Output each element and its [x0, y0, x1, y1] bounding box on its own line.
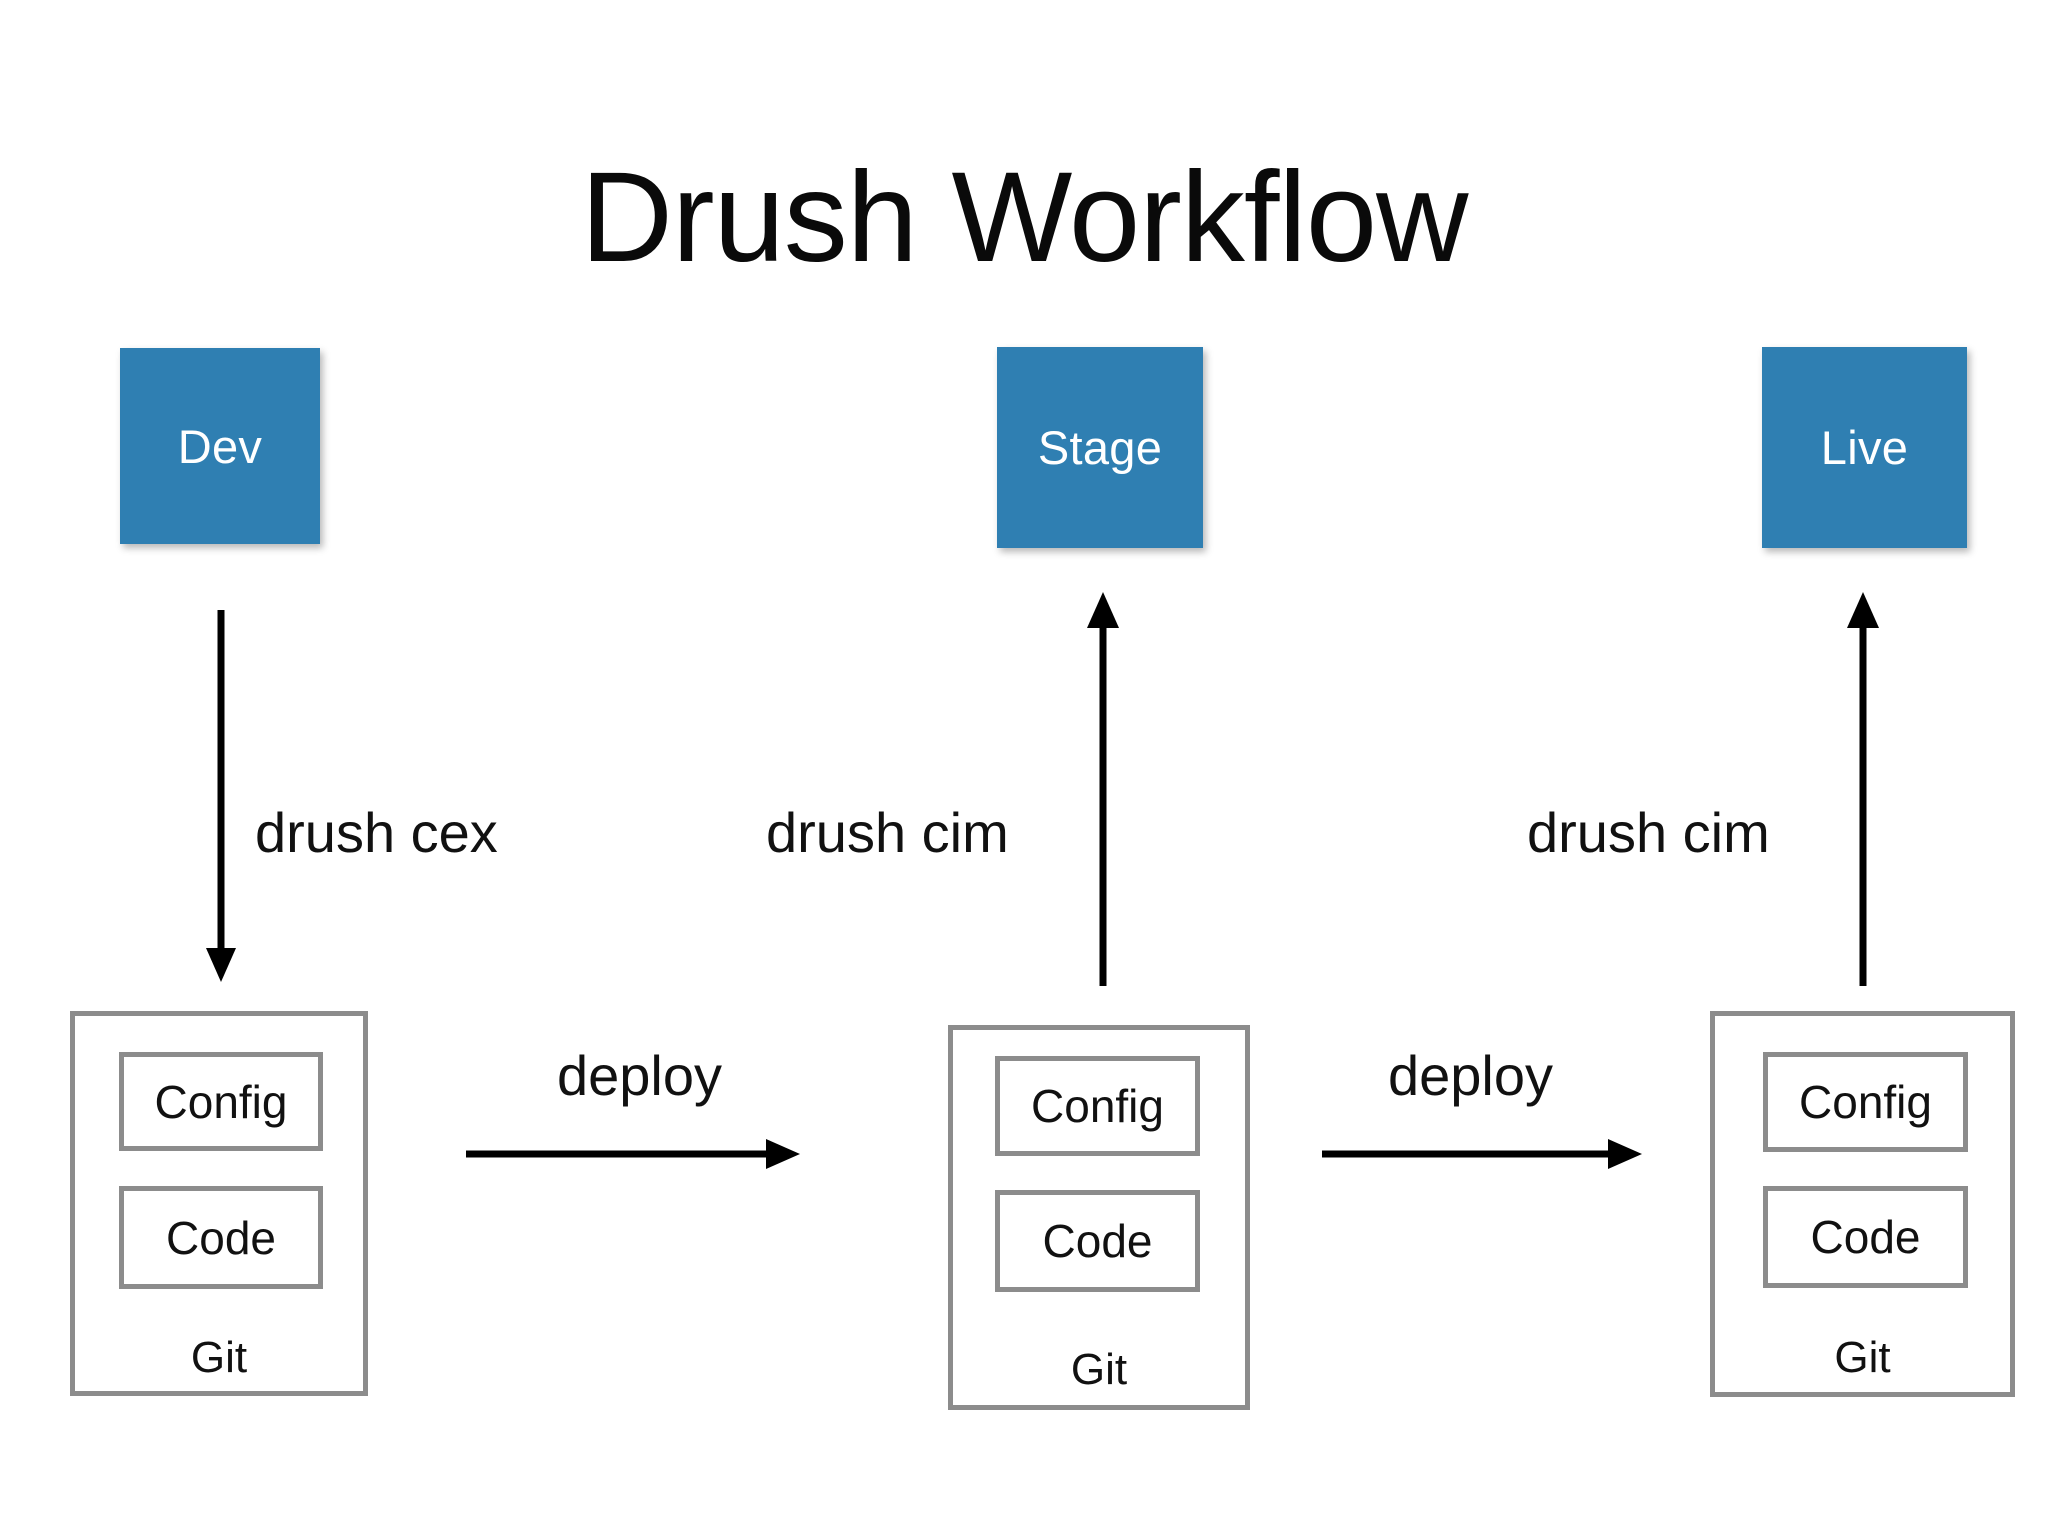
config-label: Config	[1799, 1076, 1932, 1128]
config-box-dev: Config	[119, 1052, 323, 1151]
git-box-live: Config Code Git	[1710, 1011, 2015, 1397]
config-label: Config	[154, 1075, 288, 1128]
env-label-dev: Dev	[177, 419, 263, 473]
edge-label-drush-cim-live: drush cim	[1527, 801, 1770, 864]
edge-label-drush-cim-stage: drush cim	[766, 801, 1009, 864]
edge-label-drush-cex: drush cex	[255, 801, 498, 864]
git-box-dev: Config Code Git	[70, 1011, 368, 1396]
code-label: Code	[166, 1211, 276, 1264]
arrow-up-drush-cim-stage-icon	[1087, 592, 1119, 986]
arrow-right-deploy-2-icon	[1322, 1139, 1642, 1169]
code-label: Code	[1042, 1215, 1153, 1267]
edge-label-deploy-2: deploy	[1388, 1044, 1554, 1107]
edge-label-deploy-1: deploy	[557, 1044, 723, 1107]
env-box-stage: Stage	[997, 347, 1203, 548]
env-box-dev: Dev	[120, 348, 320, 544]
git-box-stage: Config Code Git	[948, 1025, 1250, 1410]
git-caption-live: Git	[1834, 1333, 1891, 1382]
code-box-stage: Code	[995, 1190, 1200, 1292]
env-box-live: Live	[1762, 347, 1967, 548]
config-box-stage: Config	[995, 1056, 1200, 1156]
env-label-live: Live	[1820, 421, 1909, 474]
arrow-right-deploy-1-icon	[466, 1139, 800, 1169]
config-label: Config	[1031, 1080, 1164, 1132]
git-caption-dev: Git	[190, 1333, 248, 1382]
config-box-live: Config	[1763, 1052, 1968, 1152]
code-box-dev: Code	[119, 1186, 323, 1289]
code-label: Code	[1810, 1211, 1921, 1263]
env-label-stage: Stage	[1037, 421, 1163, 474]
page-title: Drush Workflow	[580, 146, 1469, 289]
arrow-up-drush-cim-live-icon	[1847, 592, 1879, 986]
code-box-live: Code	[1763, 1186, 1968, 1288]
git-caption-stage: Git	[1070, 1345, 1128, 1394]
arrow-down-drush-cex-icon	[206, 610, 236, 982]
